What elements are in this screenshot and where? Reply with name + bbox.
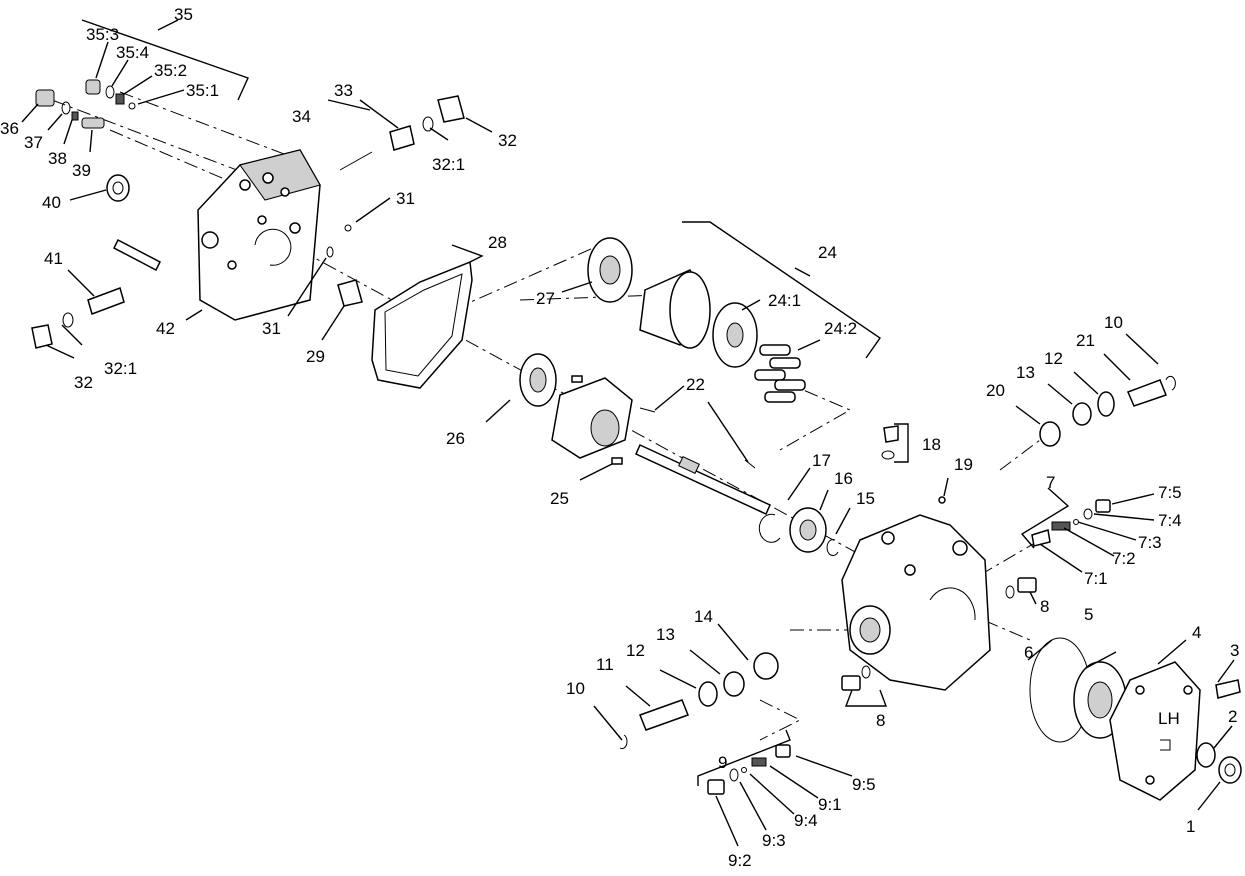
drive-shaft bbox=[635, 407, 771, 515]
thrust-washer-26 bbox=[519, 353, 557, 407]
label-33: 33 bbox=[334, 81, 353, 100]
label-14: 14 bbox=[694, 607, 713, 626]
label-38: 38 bbox=[48, 149, 67, 168]
label-22: 22 bbox=[686, 375, 705, 394]
label-42: 42 bbox=[156, 319, 175, 338]
label-5: 5 bbox=[1084, 605, 1093, 624]
label-13-bottom: 13 bbox=[656, 625, 675, 644]
label-16: 16 bbox=[834, 469, 853, 488]
label-27: 27 bbox=[536, 289, 555, 308]
bearing-16 bbox=[758, 507, 839, 556]
part-labels: 35 35:3 35:4 35:2 35:1 36 37 38 39 40 41… bbox=[0, 5, 1239, 870]
parts-lower-left bbox=[619, 652, 779, 750]
label-7-1: 7:1 bbox=[1084, 569, 1108, 588]
end-housing-42 bbox=[197, 149, 321, 321]
label-9-3: 9:3 bbox=[762, 831, 786, 850]
label-9-5: 9:5 bbox=[852, 775, 876, 794]
label-3: 3 bbox=[1230, 641, 1239, 660]
label-9-1: 9:1 bbox=[818, 795, 842, 814]
label-7-5: 7:5 bbox=[1158, 483, 1182, 502]
parts-1-2-3 bbox=[1196, 679, 1242, 784]
label-40: 40 bbox=[42, 193, 61, 212]
rotating-group-24 bbox=[639, 269, 806, 403]
label-35-1: 35:1 bbox=[186, 81, 219, 100]
valve-7 bbox=[1031, 499, 1111, 547]
label-31-top: 31 bbox=[396, 189, 415, 208]
label-8-right: 8 bbox=[1040, 597, 1049, 616]
label-7: 7 bbox=[1046, 473, 1055, 492]
label-11: 11 bbox=[596, 655, 614, 674]
fittings-8 bbox=[841, 577, 1037, 691]
label-35: 35 bbox=[174, 5, 193, 24]
label-9-4: 9:4 bbox=[794, 811, 818, 830]
valve-plate-27 bbox=[587, 237, 633, 303]
label-25: 25 bbox=[550, 489, 569, 508]
label-2: 2 bbox=[1228, 707, 1237, 726]
pistons-24-2 bbox=[754, 344, 806, 403]
label-32-left: 32 bbox=[74, 373, 93, 392]
label-7-3: 7:3 bbox=[1138, 533, 1162, 552]
label-34: 34 bbox=[292, 107, 311, 126]
label-32-1-left: 32:1 bbox=[104, 359, 137, 378]
label-36: 36 bbox=[0, 119, 19, 138]
label-24-1: 24:1 bbox=[768, 291, 801, 310]
label-12-top: 12 bbox=[1044, 349, 1063, 368]
parts-upper-right bbox=[1039, 375, 1176, 447]
gasket-28 bbox=[371, 260, 473, 389]
label-18: 18 bbox=[922, 435, 941, 454]
label-10-bottom: 10 bbox=[566, 679, 585, 698]
valve-9 bbox=[707, 744, 791, 795]
label-39: 39 bbox=[72, 161, 91, 180]
label-31-bottom: 31 bbox=[262, 319, 281, 338]
label-35-2: 35:2 bbox=[154, 61, 187, 80]
leader-lines bbox=[21, 19, 1235, 847]
label-15: 15 bbox=[856, 489, 875, 508]
end-plate-4: LH bbox=[1109, 661, 1201, 801]
label-4: 4 bbox=[1192, 623, 1201, 642]
label-1: 1 bbox=[1186, 817, 1195, 836]
label-8-bottom: 8 bbox=[876, 711, 885, 730]
label-21: 21 bbox=[1076, 331, 1095, 350]
main-housing bbox=[841, 425, 991, 691]
label-24-2: 24:2 bbox=[824, 319, 857, 338]
label-20: 20 bbox=[986, 381, 1005, 400]
label-9: 9 bbox=[718, 753, 727, 772]
label-19: 19 bbox=[954, 455, 973, 474]
label-9-2: 9:2 bbox=[728, 851, 752, 870]
label-37: 37 bbox=[24, 133, 43, 152]
swashplate-25 bbox=[551, 375, 633, 465]
label-35-4: 35:4 bbox=[116, 43, 149, 62]
label-41: 41 bbox=[44, 249, 63, 268]
label-35-3: 35:3 bbox=[86, 25, 119, 44]
label-24: 24 bbox=[818, 243, 837, 262]
label-7-2: 7:2 bbox=[1112, 549, 1136, 568]
label-13-top: 13 bbox=[1016, 363, 1035, 382]
parts-40-41-bolts bbox=[31, 95, 465, 349]
label-28: 28 bbox=[488, 233, 507, 252]
label-7-4: 7:4 bbox=[1158, 511, 1182, 530]
label-10-top: 10 bbox=[1104, 313, 1123, 332]
label-29: 29 bbox=[306, 347, 325, 366]
label-12-bottom: 12 bbox=[626, 641, 645, 660]
parts-35-group bbox=[35, 79, 136, 129]
label-17: 17 bbox=[812, 451, 831, 470]
label-32-1-right: 32:1 bbox=[432, 155, 465, 174]
plate-lh-marking: LH bbox=[1158, 709, 1180, 728]
label-26: 26 bbox=[446, 429, 465, 448]
label-32-right: 32 bbox=[498, 131, 517, 150]
label-6: 6 bbox=[1024, 643, 1033, 662]
